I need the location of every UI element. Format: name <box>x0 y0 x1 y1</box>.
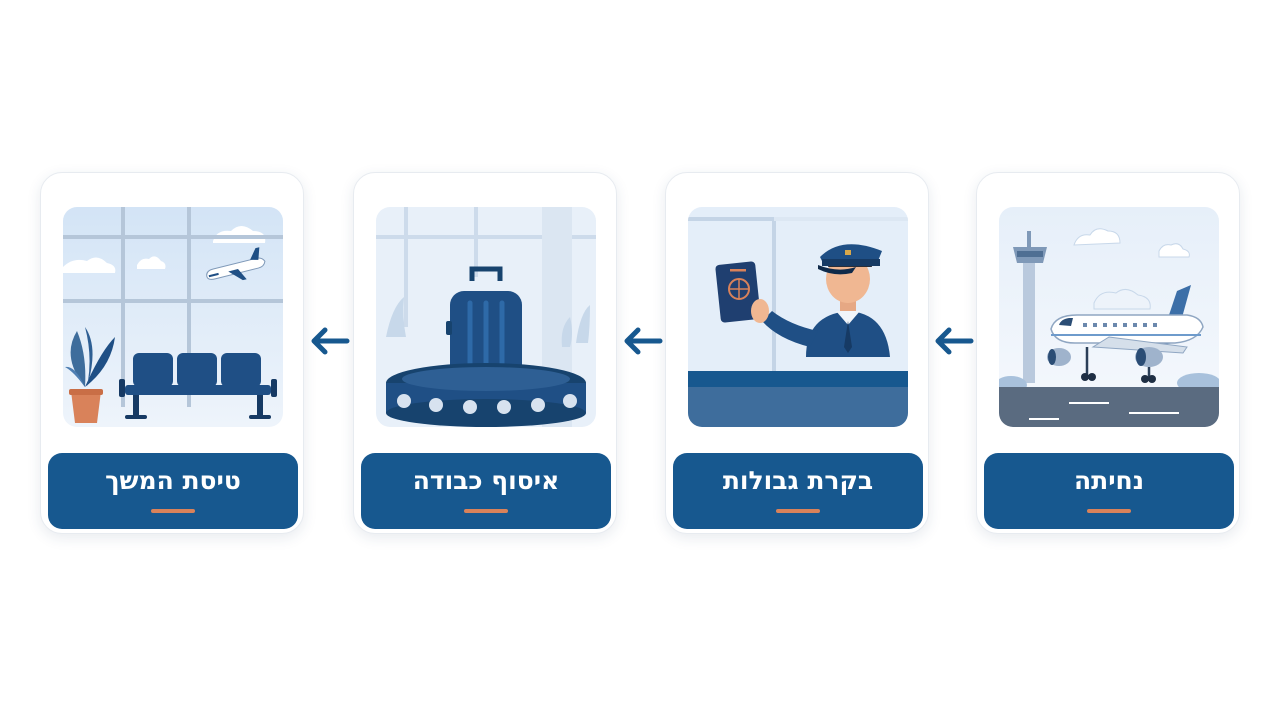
passport-control-icon <box>688 207 908 427</box>
arrow-left-icon <box>624 327 663 355</box>
step-card-baggage-claim: איסוף כבודה <box>353 172 617 534</box>
airplane-landing-icon <box>999 207 1219 427</box>
accent-underline <box>776 508 820 513</box>
step-card-passport-control: בקרת גבולות <box>665 172 929 534</box>
step-label: טיסת המשך <box>105 465 241 495</box>
step-label-box: נחיתה <box>984 453 1234 529</box>
step-label-box: איסוף כבודה <box>361 453 611 529</box>
step-card-connecting-flight: טיסת המשך <box>40 172 304 534</box>
arrow-left-icon <box>311 327 350 355</box>
accent-underline <box>464 508 508 513</box>
step-label: נחיתה <box>1073 465 1145 495</box>
step-card-landing: נחיתה <box>976 172 1240 534</box>
step-label-box: טיסת המשך <box>48 453 298 529</box>
arrow-left-icon <box>935 327 974 355</box>
baggage-claim-icon <box>376 207 596 427</box>
accent-underline <box>151 508 195 513</box>
step-label: איסוף כבודה <box>412 465 560 495</box>
step-label: בקרת גבולות <box>722 465 874 495</box>
step-label-box: בקרת גבולות <box>673 453 923 529</box>
departure-lounge-icon <box>63 207 283 427</box>
accent-underline <box>1087 508 1131 513</box>
